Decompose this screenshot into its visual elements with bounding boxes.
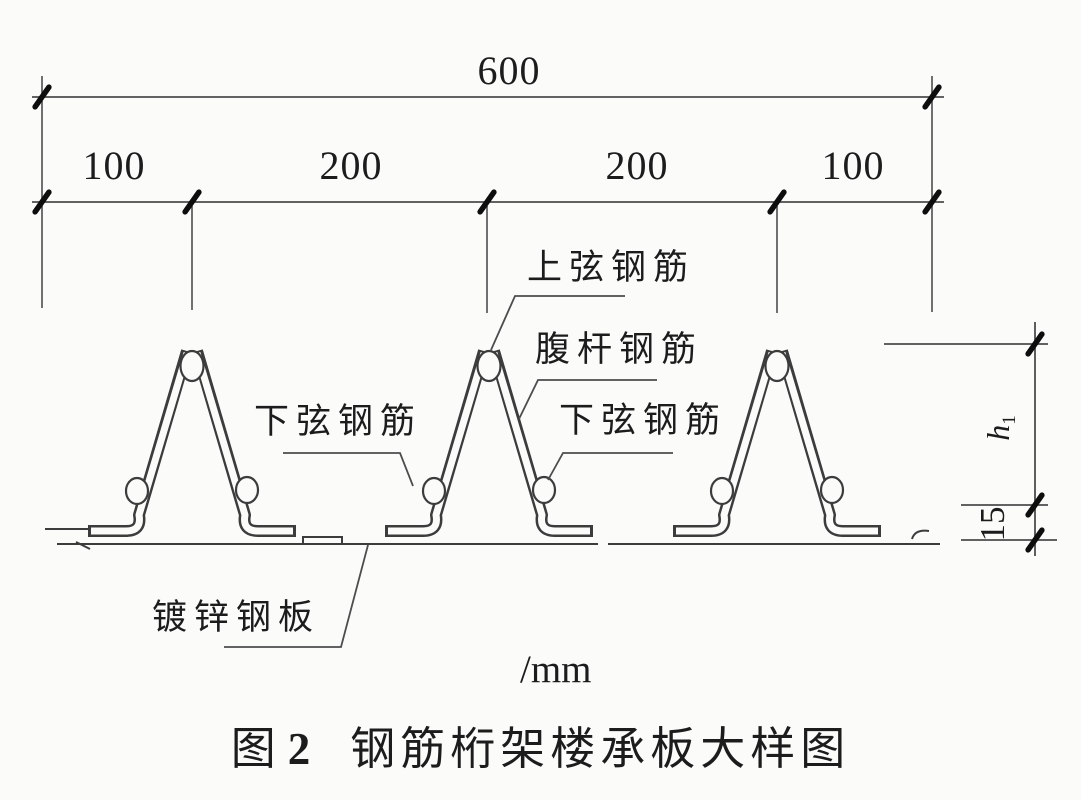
bottom-chord-bar-section bbox=[819, 475, 845, 505]
tick bbox=[922, 189, 942, 215]
plate-right-curl bbox=[911, 529, 930, 540]
tick bbox=[182, 189, 202, 215]
dim-total-600: 600 bbox=[477, 48, 541, 93]
bottom-chord-bar-section bbox=[234, 475, 260, 505]
tick bbox=[1025, 527, 1045, 553]
web-bar-left-core bbox=[676, 352, 776, 535]
dim-segment-200-left: 200 bbox=[319, 143, 383, 188]
unit-note-mm: /mm bbox=[520, 648, 592, 691]
dim-segment-200-right: 200 bbox=[605, 143, 669, 188]
bottom-chord-bar-section bbox=[531, 475, 557, 505]
h1-symbol: h bbox=[980, 424, 1016, 441]
dimension-ticks bbox=[32, 84, 1045, 553]
plate-left-lip-fold bbox=[75, 541, 91, 550]
leader-lines bbox=[224, 295, 673, 648]
truss-middle bbox=[385, 349, 593, 537]
truss-left bbox=[88, 349, 296, 537]
web-bar-right-core bbox=[778, 352, 878, 535]
label-galvanized-steel-plate: 镀锌钢板 bbox=[152, 598, 321, 637]
tick bbox=[477, 189, 497, 215]
caption-title: 钢筋桁架楼承板大样图 bbox=[350, 724, 851, 774]
top-chord-bar-section bbox=[476, 349, 502, 383]
bottom-chord-bar-section bbox=[421, 476, 447, 506]
dim-truss-height-h1: h1 bbox=[980, 392, 1022, 464]
caption-figure-word: 图 bbox=[230, 724, 276, 774]
tick bbox=[1025, 331, 1045, 357]
tick bbox=[32, 189, 52, 215]
bottom-chord-bar-section bbox=[124, 476, 150, 506]
plate-rib bbox=[302, 536, 343, 544]
height-dimension bbox=[884, 322, 1057, 556]
label-web-bar-rebar: 腹杆钢筋 bbox=[535, 330, 704, 369]
dim-rib-height-15: 15 bbox=[973, 506, 1012, 542]
dim-segment-100-right: 100 bbox=[821, 143, 885, 188]
top-chord-bar-section bbox=[179, 349, 205, 383]
web-bar-left-core bbox=[388, 352, 488, 535]
leader-web-bar bbox=[518, 379, 657, 420]
extension-lines bbox=[41, 76, 933, 313]
label-bottom-chord-rebar-right: 下弦钢筋 bbox=[559, 401, 728, 440]
tick bbox=[767, 189, 787, 215]
leader-bottom-chord-right bbox=[547, 452, 673, 481]
tick bbox=[1025, 492, 1045, 518]
label-top-chord-rebar: 上弦钢筋 bbox=[527, 248, 696, 287]
tick bbox=[32, 84, 52, 110]
web-bar-right-core bbox=[193, 352, 293, 535]
leader-galvanized-plate bbox=[224, 544, 369, 648]
leader-bottom-chord-left bbox=[283, 452, 414, 487]
tick bbox=[922, 84, 942, 110]
dim-segment-100-left: 100 bbox=[82, 143, 146, 188]
web-bar-right-core bbox=[490, 352, 590, 535]
leader-top-chord bbox=[490, 295, 625, 351]
top-chord-bar-section bbox=[764, 349, 790, 383]
label-bottom-chord-rebar-left: 下弦钢筋 bbox=[254, 402, 423, 441]
bottom-chord-bar-section bbox=[709, 476, 735, 506]
caption-figure-number: 2 bbox=[287, 724, 311, 774]
h1-subscript: 1 bbox=[999, 415, 1020, 425]
steel-plate-profile bbox=[45, 528, 940, 550]
web-bar-left-core bbox=[91, 352, 191, 535]
truss-right bbox=[673, 349, 881, 537]
